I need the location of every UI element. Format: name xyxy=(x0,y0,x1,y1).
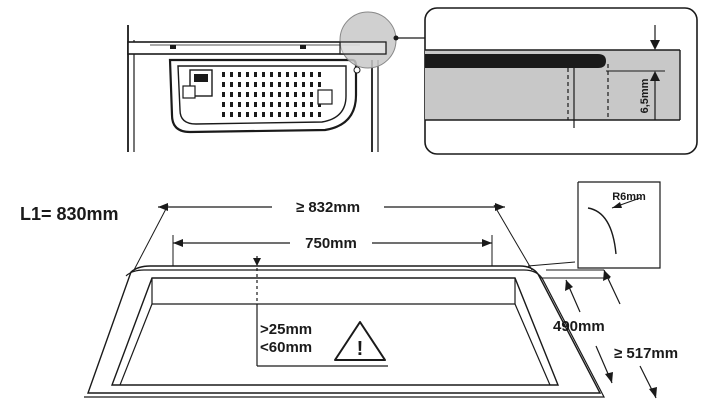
hob-side-view xyxy=(127,11,425,152)
vent-slot xyxy=(222,92,225,97)
vent-slot xyxy=(254,82,257,87)
vent-slot xyxy=(238,72,241,77)
vent-slot xyxy=(230,92,233,97)
vent-slot xyxy=(302,112,305,117)
vent-slot xyxy=(230,102,233,107)
thickness-max-label: <60mm xyxy=(260,339,312,356)
vent-slot xyxy=(246,72,249,77)
outer-width-label: ≥ 832mm xyxy=(296,199,360,216)
vent-slot xyxy=(278,82,281,87)
vent-slot xyxy=(302,92,305,97)
vent-slot xyxy=(262,112,265,117)
vent-slot xyxy=(286,102,289,107)
vent-slot xyxy=(270,92,273,97)
vent-slot xyxy=(254,72,257,77)
vent-slot xyxy=(286,82,289,87)
edge-detail-view: 6,5mm xyxy=(424,7,698,155)
vent-slot xyxy=(262,72,265,77)
vent-slot xyxy=(262,92,265,97)
edge-gap-label: 6,5mm xyxy=(639,78,651,113)
vent-slot xyxy=(310,102,313,107)
vent-slot xyxy=(222,72,225,77)
vent-slot xyxy=(222,102,225,107)
detail-magnifier-circle xyxy=(339,11,397,69)
vent-slot xyxy=(286,92,289,97)
outer-depth-label: ≥ 517mm xyxy=(614,345,678,362)
corner-radius-detail: R6mm xyxy=(527,181,661,269)
vent-slot xyxy=(294,92,297,97)
vent-slot xyxy=(318,72,321,77)
vent-slot xyxy=(318,112,321,117)
vent-slot xyxy=(254,112,257,117)
vent-slot xyxy=(222,82,225,87)
vent-slot xyxy=(270,112,273,117)
vent-slot xyxy=(294,102,297,107)
warning-triangle-icon: ! xyxy=(334,321,386,361)
thickness-min-label: >25mm xyxy=(260,321,312,338)
vent-slot xyxy=(270,72,273,77)
vent-slot xyxy=(238,112,241,117)
vent-slot xyxy=(222,112,225,117)
vent-slot xyxy=(254,92,257,97)
l1-label: L1= 830mm xyxy=(20,204,119,224)
vent-slot xyxy=(294,82,297,87)
cutout-plan: L1= 830mm ≥ 832mm 750mm >25mm xyxy=(20,181,678,399)
warning-glyph: ! xyxy=(357,338,364,360)
vent-slot xyxy=(238,92,241,97)
vent-slot xyxy=(254,102,257,107)
vent-slot xyxy=(246,112,249,117)
vent-slot xyxy=(318,82,321,87)
vent-slot xyxy=(278,92,281,97)
hob-vent-grid xyxy=(222,72,321,117)
inner-depth-label: 490mm xyxy=(553,318,605,335)
vent-slot xyxy=(294,112,297,117)
vent-slot xyxy=(270,82,273,87)
vent-slot xyxy=(230,72,233,77)
vent-slot xyxy=(238,82,241,87)
vent-slot xyxy=(262,82,265,87)
corner-radius-label: R6mm xyxy=(612,191,646,203)
vent-slot xyxy=(278,112,281,117)
vent-slot xyxy=(302,82,305,87)
vent-slot xyxy=(310,82,313,87)
vent-slot xyxy=(278,102,281,107)
vent-slot xyxy=(278,72,281,77)
vent-slot xyxy=(302,102,305,107)
vent-slot xyxy=(310,72,313,77)
vent-slot xyxy=(270,102,273,107)
vent-slot xyxy=(246,82,249,87)
vent-slot xyxy=(230,82,233,87)
inner-width-label: 750mm xyxy=(305,235,357,252)
vent-slot xyxy=(310,92,313,97)
vent-slot xyxy=(286,112,289,117)
vent-slot xyxy=(262,102,265,107)
vent-slot xyxy=(238,102,241,107)
vent-slot xyxy=(246,92,249,97)
vent-slot xyxy=(310,112,313,117)
vent-slot xyxy=(294,72,297,77)
vent-slot xyxy=(246,102,249,107)
vent-slot xyxy=(302,72,305,77)
vent-slot xyxy=(230,112,233,117)
vent-slot xyxy=(286,72,289,77)
